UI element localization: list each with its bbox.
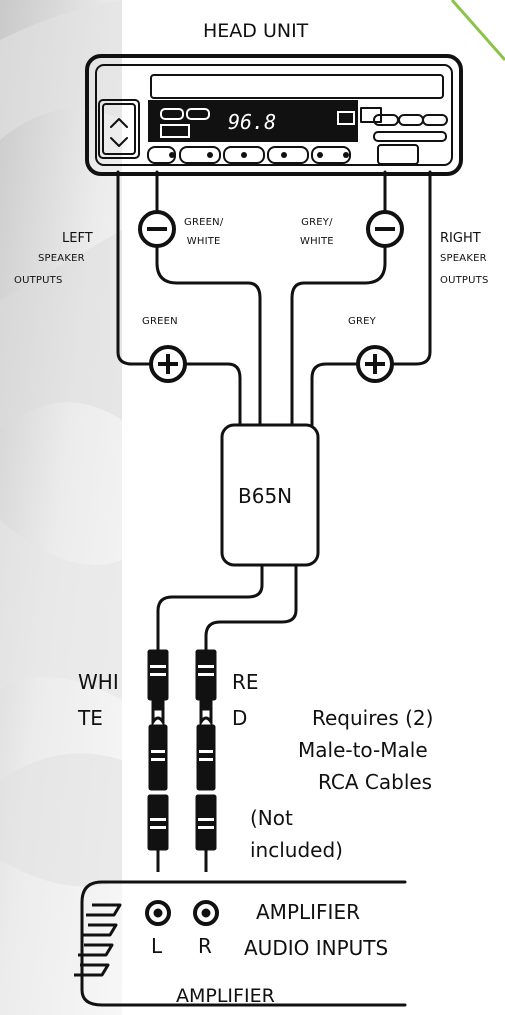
rca-lead-white — [156, 563, 264, 652]
amplifier-title: AMPLIFIER — [176, 985, 275, 1007]
amplifier-vents — [74, 903, 122, 977]
left-output-speaker: SPEAKER — [38, 253, 85, 264]
right-output-label: RIGHT — [440, 231, 481, 246]
converter-model: B65N — [238, 484, 293, 508]
right-output-speaker: SPEAKER — [440, 253, 487, 264]
wire-label-green-white: GREEN/ WHITE — [184, 217, 224, 247]
rca-white-label-2: TE — [78, 706, 103, 730]
head-unit-housing — [85, 54, 463, 176]
accent-stripe — [450, 0, 505, 61]
converter-box — [220, 423, 320, 567]
head-unit-title: HEAD UNIT — [203, 20, 309, 42]
wire-green — [116, 170, 242, 427]
rca-red-label-1: RE — [232, 670, 259, 694]
left-output-label: LEFT — [62, 231, 93, 246]
rca-note-line1: Requires (2) — [312, 706, 434, 730]
amplifier-housing — [80, 880, 407, 1007]
rca-lead-red — [204, 563, 298, 652]
display-frequency: 96.8 — [228, 110, 277, 134]
rca-red-label-2: D — [232, 706, 248, 730]
wire-label-green: GREEN — [142, 316, 178, 327]
wire-label-grey-white: GREY/ WHITE — [300, 217, 334, 247]
wire-label-grey: GREY — [348, 316, 376, 327]
wire-grey-white — [290, 170, 387, 427]
not-included-line2: included) — [250, 838, 343, 862]
rca-note-line2: Male-to-Male — [298, 738, 428, 762]
amplifier-jack-left-label: L — [151, 934, 163, 958]
amplifier-jack-right-label: R — [198, 934, 212, 958]
head-unit-display — [148, 100, 358, 142]
left-output-outputs: OUTPUTS — [14, 275, 63, 286]
amplifier-inputs-line1: AMPLIFIER — [256, 900, 360, 924]
rca-white-label-1: WHI — [78, 670, 119, 694]
amplifier-jack-right — [193, 900, 219, 926]
rca-note-line3: RCA Cables — [318, 770, 433, 794]
amplifier-jack-left — [145, 900, 171, 926]
wire-grey — [310, 170, 432, 427]
not-included-line1: (Not — [250, 806, 293, 830]
volume-knob — [98, 99, 140, 159]
wire-green-white — [155, 170, 262, 427]
amplifier-inputs-line2: AUDIO INPUTS — [244, 936, 389, 960]
right-output-outputs: OUTPUTS — [440, 275, 489, 286]
